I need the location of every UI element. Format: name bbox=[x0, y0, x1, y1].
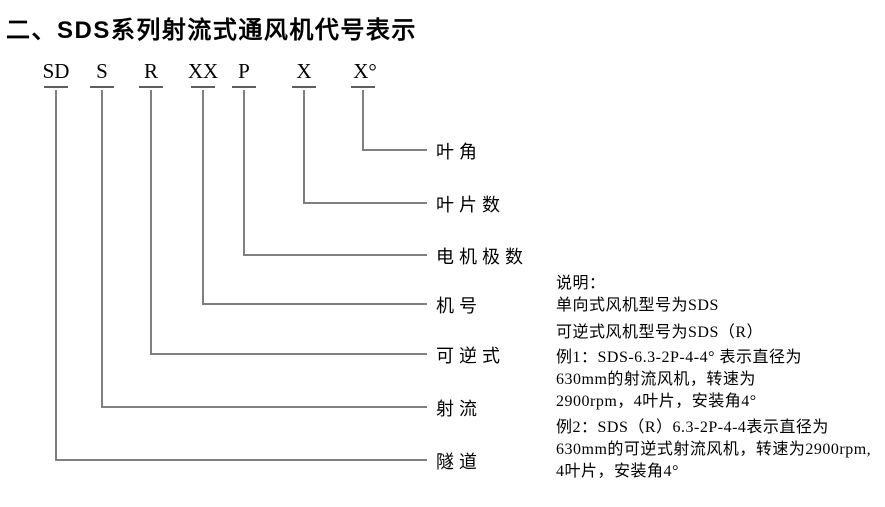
note-example1-line2: 630mm的射流风机，转速为 bbox=[556, 371, 756, 388]
page-title: 二、SDS系列射流式通风机代号表示 bbox=[6, 17, 417, 44]
tick-reversible bbox=[139, 86, 163, 88]
connector-poles bbox=[243, 90, 427, 256]
connector-tunnel bbox=[55, 90, 427, 461]
code-label-poles: 电机极数 bbox=[436, 247, 528, 267]
notes-heading: 说明： bbox=[556, 275, 606, 292]
tick-blades bbox=[292, 86, 316, 88]
note-reversible: 可逆式风机型号为SDS（R） bbox=[556, 324, 764, 341]
note-example2-line1: 例2：SDS（R）6.3-2P-4-4表示直径为 bbox=[556, 419, 829, 436]
note-example1-line1: 例1：SDS-6.3-2P-4-4° 表示直径为 bbox=[556, 349, 802, 366]
code-letter-size: XX bbox=[187, 59, 219, 83]
notes-panel: 说明： 单向式风机型号为SDS 可逆式风机型号为SDS（R） 例1：SDS-6.… bbox=[556, 273, 885, 483]
code-label-tunnel: 隧道 bbox=[436, 452, 482, 472]
connector-blades bbox=[303, 90, 427, 204]
code-label-jet: 射流 bbox=[436, 399, 482, 419]
note-example1-line3: 2900rpm，4叶片，安装角4° bbox=[556, 393, 757, 410]
connector-jet bbox=[101, 90, 427, 408]
code-letter-tunnel: SD bbox=[42, 59, 70, 83]
tick-size bbox=[191, 86, 215, 88]
code-label-size: 机号 bbox=[436, 296, 482, 316]
code-label-blade-angle: 叶角 bbox=[436, 142, 482, 162]
note-example2-line3: 4叶片，安装角4° bbox=[556, 463, 679, 480]
code-letter-reversible: R bbox=[143, 59, 158, 83]
code-label-blades: 叶片数 bbox=[436, 195, 505, 215]
note-example2-line2: 630mm的可逆式射流风机，转速为2900rpm, bbox=[556, 441, 872, 458]
connector-blade-angle bbox=[362, 90, 427, 151]
tick-jet bbox=[90, 86, 114, 88]
note-unidirectional: 单向式风机型号为SDS bbox=[556, 297, 719, 314]
tick-blade-angle bbox=[351, 86, 375, 88]
code-letter-blade-angle: X° bbox=[353, 59, 377, 83]
connector-reversible bbox=[150, 90, 427, 355]
code-letter-blades: X bbox=[296, 59, 312, 83]
code-letter-poles: P bbox=[238, 59, 250, 83]
code-letter-jet: S bbox=[96, 59, 108, 83]
tick-poles bbox=[232, 86, 256, 88]
tick-tunnel bbox=[44, 86, 68, 88]
code-label-reversible: 可逆式 bbox=[436, 346, 505, 366]
connector-size bbox=[202, 90, 427, 305]
